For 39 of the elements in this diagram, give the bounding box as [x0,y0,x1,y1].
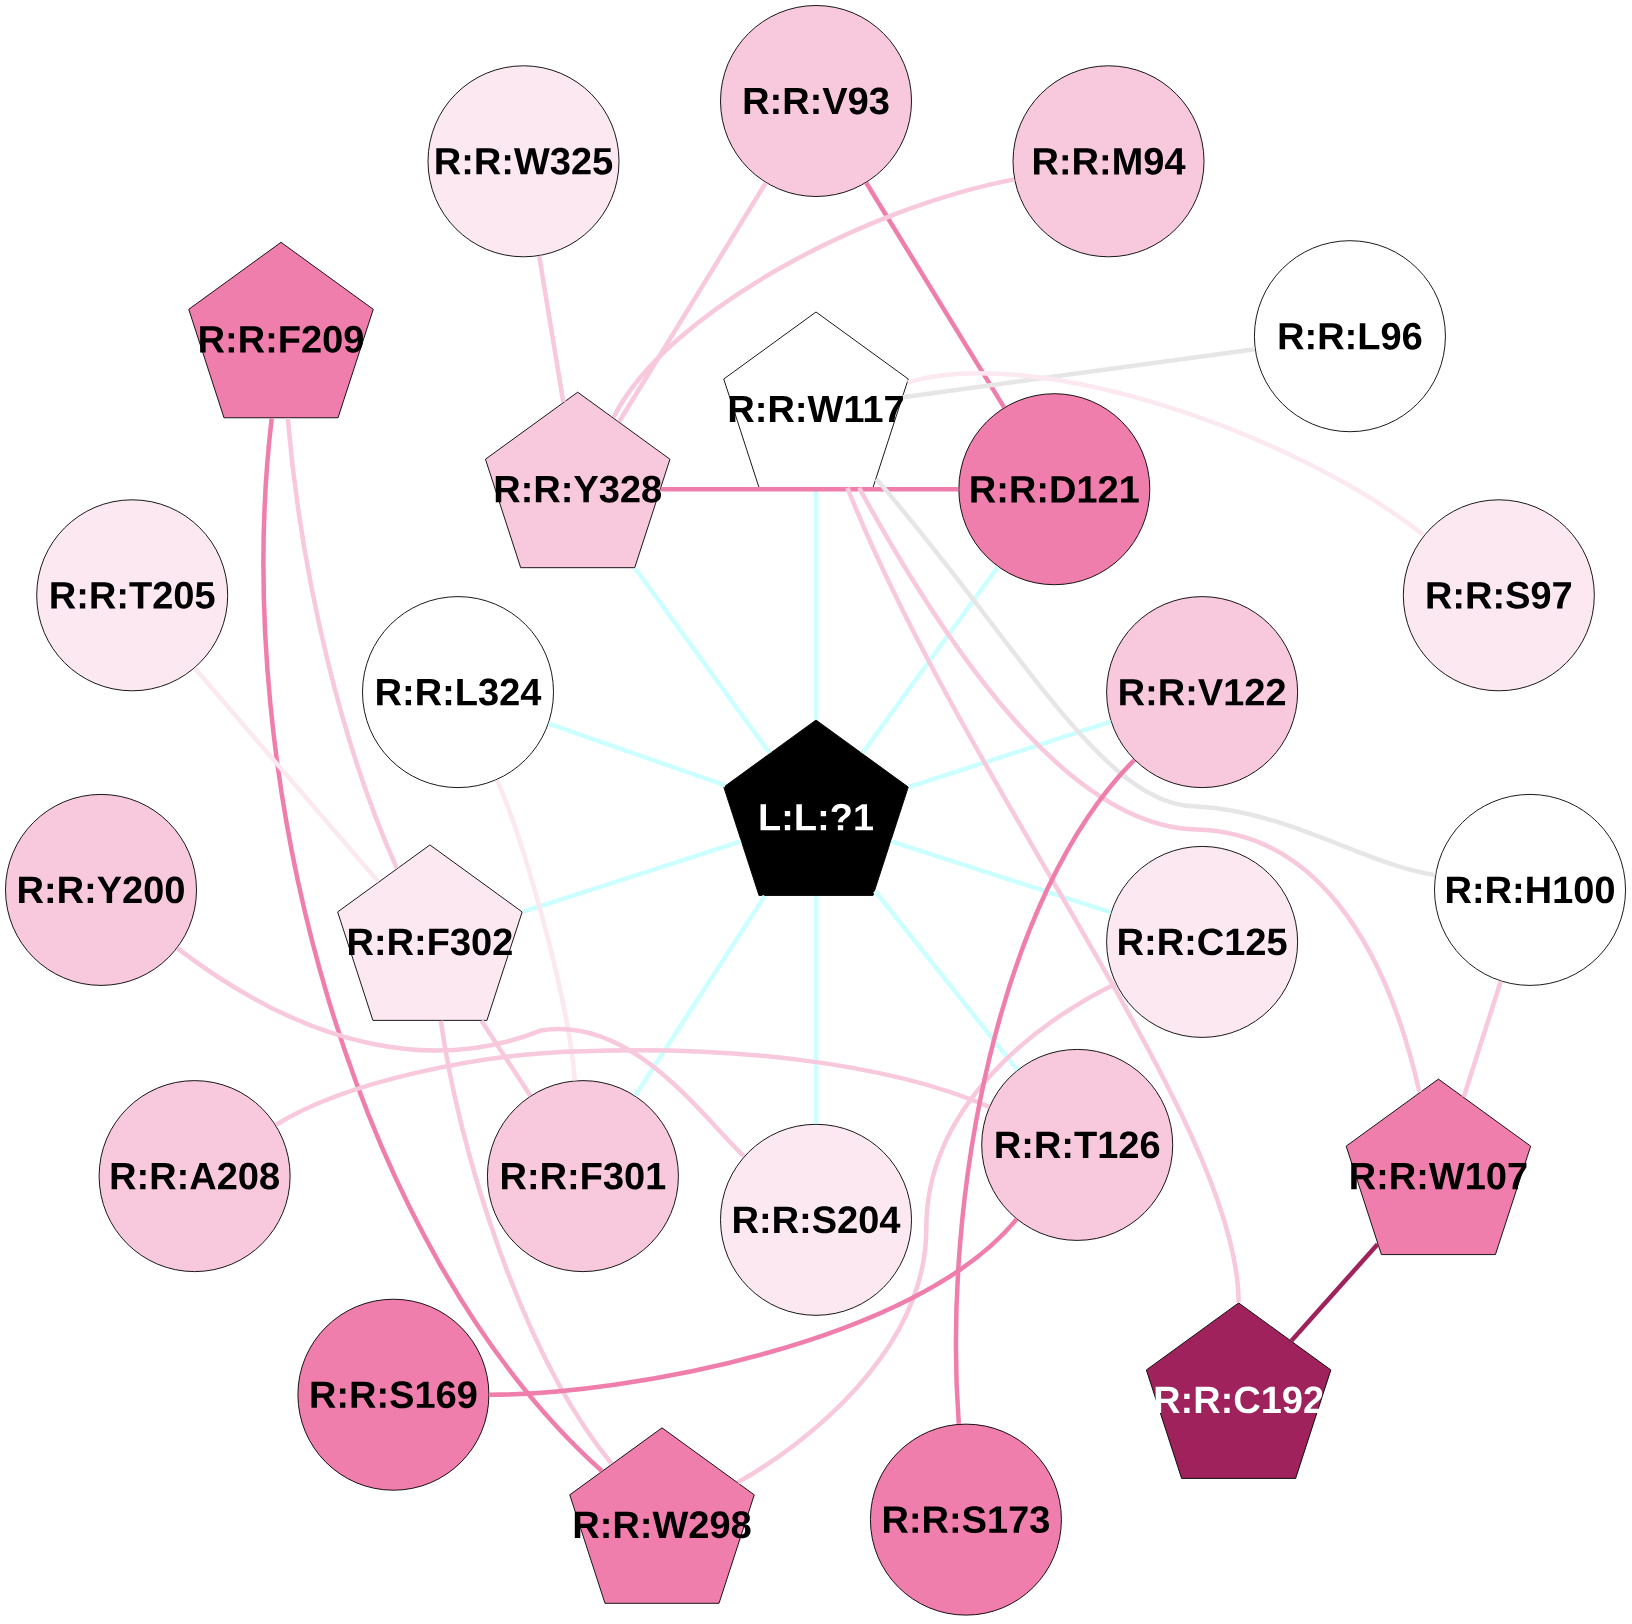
interaction-line [845,487,1241,1303]
interaction-line [274,1048,990,1127]
interaction-line [438,1020,614,1466]
interaction-line [536,255,566,403]
interaction-line [175,946,746,1158]
interaction-line [193,666,380,884]
interaction-line [660,486,959,492]
interaction-line [633,894,767,1097]
interaction-line [890,839,1112,915]
interaction-line [902,346,1256,400]
interaction-line [873,889,1020,1072]
residue-pentagon: R:R:W117 [723,311,909,488]
ligand-pentagon: L:L:?1 [723,719,909,896]
interaction-line [1289,1242,1380,1343]
interaction-line [547,721,727,788]
interaction-line [953,758,1136,1425]
interaction-line [864,181,1007,409]
interaction-line [285,418,399,870]
residue-pentagon: R:R:F209 [188,241,374,419]
interaction-line [617,181,768,423]
residue-pentagon: R:R:C192 [1145,1302,1332,1479]
interaction-line [633,566,772,755]
residue-pentagon: R:R:Y328 [485,391,671,569]
interaction-line [874,477,1436,878]
interaction-line [489,1217,1019,1397]
interaction-line [908,719,1112,790]
residue-pentagon: R:R:F302 [337,844,523,1021]
interaction-line [857,486,1422,1093]
interaction-line [860,565,1000,755]
interaction-line [736,981,1117,1485]
interaction-line [1461,980,1503,1098]
interaction-line [907,371,1426,538]
interaction-line [813,895,819,1124]
interaction-line [261,418,604,1473]
interaction-line [494,778,578,1081]
interaction-line [611,177,1015,419]
residue-pentagon: R:R:W298 [569,1427,755,1604]
interaction-line [521,839,742,915]
interaction-line [479,1019,533,1097]
